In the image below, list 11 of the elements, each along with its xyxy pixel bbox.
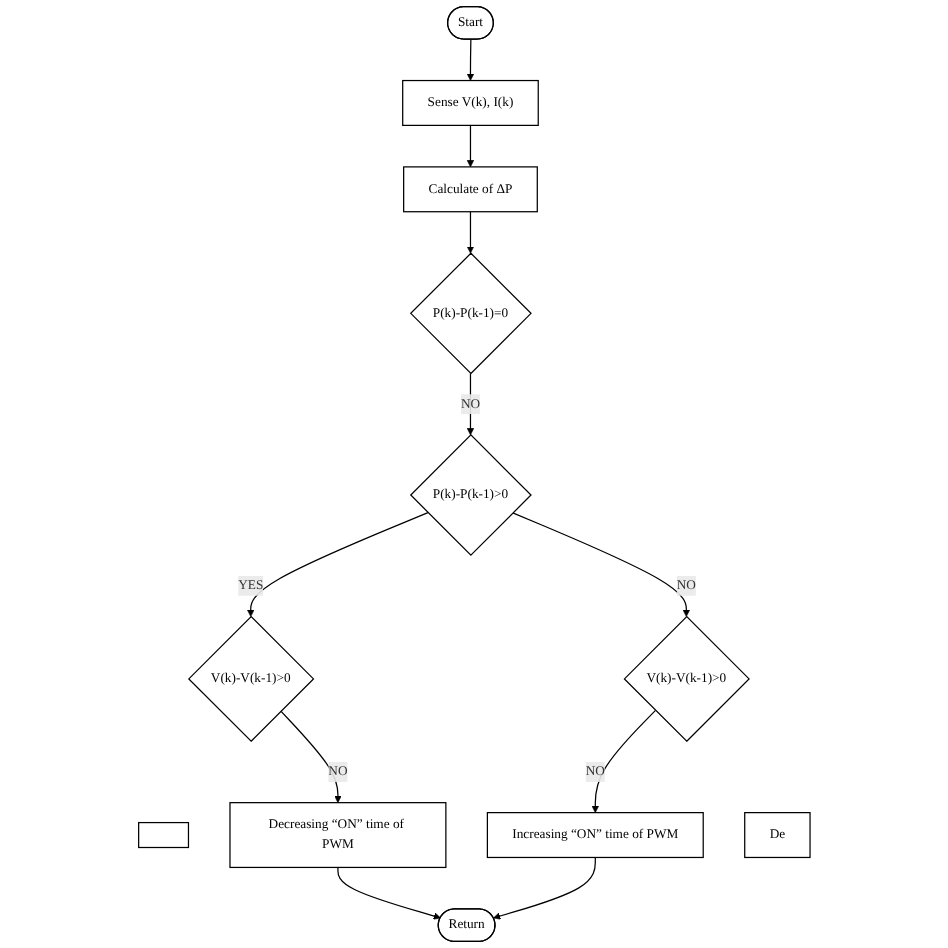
arrow bbox=[492, 856, 596, 920]
node-box bbox=[137, 821, 189, 849]
arrow bbox=[591, 709, 656, 813]
arrow bbox=[336, 866, 441, 920]
arrow bbox=[466, 124, 474, 168]
arrow bbox=[466, 372, 474, 436]
arrow bbox=[279, 710, 342, 803]
arrow bbox=[466, 38, 474, 81]
arrow bbox=[466, 211, 474, 254]
arrow bbox=[246, 512, 429, 617]
arrow bbox=[511, 512, 690, 617]
